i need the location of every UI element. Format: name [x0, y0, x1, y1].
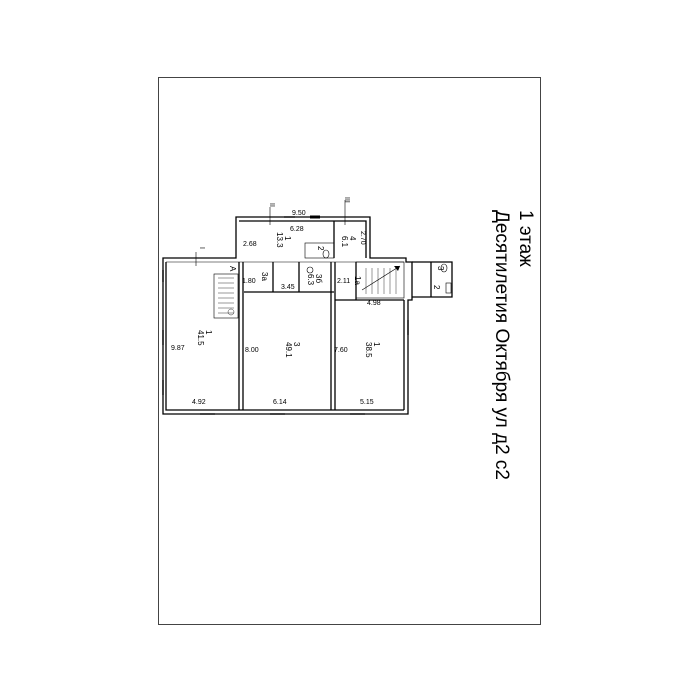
dim-right-room-width: 5.15 — [360, 399, 374, 406]
section-marks — [195, 200, 346, 266]
room-area: 6.3 — [306, 274, 315, 286]
room-number: А — [228, 266, 237, 272]
floor-title: 1 этаж — [515, 210, 536, 267]
dim-top-width: 9.50 — [292, 210, 306, 217]
room-area: 6.1 — [340, 236, 349, 248]
room-label: 1 41.5 — [196, 330, 213, 346]
section-label-1: I — [198, 247, 205, 249]
room-area: 41.5 — [196, 330, 205, 346]
room-label: 3 — [436, 266, 445, 271]
dim-hall-length: 4.98 — [367, 300, 381, 307]
room-label: 1 13.3 — [275, 232, 292, 248]
room-label: 4 6.1 — [340, 236, 357, 248]
stair-right — [361, 265, 401, 294]
outer-walls — [162, 216, 453, 415]
dim-upper-left-depth: 2.68 — [243, 241, 257, 248]
room-area: 38.5 — [364, 342, 373, 358]
room-label: 3 49.1 — [284, 342, 301, 358]
room-label: 3б 6.3 — [306, 274, 323, 286]
dim-right-room-depth: 7.60 — [334, 347, 348, 354]
room-label: 1 38.5 — [364, 342, 381, 358]
drawing-sheet — [158, 77, 541, 625]
room-number: 3б — [314, 274, 323, 283]
windows — [162, 215, 409, 415]
dim-mid-room-depth: 8.00 — [245, 347, 259, 354]
room-number: 1 — [372, 342, 381, 347]
section-label-3: III — [343, 197, 350, 203]
room-number: 2 — [432, 285, 441, 290]
room-number: 1 — [283, 236, 292, 241]
dim-corridor-depth: 1.80 — [242, 278, 256, 285]
fixtures — [306, 249, 452, 294]
room-label: 1а — [353, 276, 362, 285]
dim-upper-left-width: 6.28 — [290, 226, 304, 233]
dim-left-room-depth: 9.87 — [171, 345, 185, 352]
room-number: 3 — [436, 266, 445, 271]
dim-mid-room-width: 6.14 — [273, 399, 287, 406]
room-number: 1 — [204, 330, 213, 335]
room-number: 3а — [260, 272, 269, 281]
dim-left-room-width: 4.92 — [192, 399, 206, 406]
room-number: 1а — [353, 276, 362, 285]
dim-hall-depth: 2.11 — [337, 278, 350, 285]
dim-upper-right-depth: 2.70 — [359, 231, 366, 245]
room-label: 3а — [260, 272, 269, 281]
room-label: А — [228, 266, 237, 272]
room-area: 13.3 — [275, 232, 284, 248]
address-title: Десятилетия Октября ул д2 с2 — [491, 210, 512, 480]
dim-corridor-length: 3.45 — [281, 284, 295, 291]
stair-left — [218, 277, 235, 316]
room-number: 3 — [292, 342, 301, 347]
room-number: 2 — [316, 246, 325, 251]
inner-walls — [166, 221, 432, 410]
section-label-2: II — [268, 203, 275, 207]
room-number: 4 — [348, 236, 357, 241]
room-label: 2 — [316, 246, 325, 251]
room-area: 49.1 — [284, 342, 293, 358]
room-label: 2 — [432, 285, 441, 290]
